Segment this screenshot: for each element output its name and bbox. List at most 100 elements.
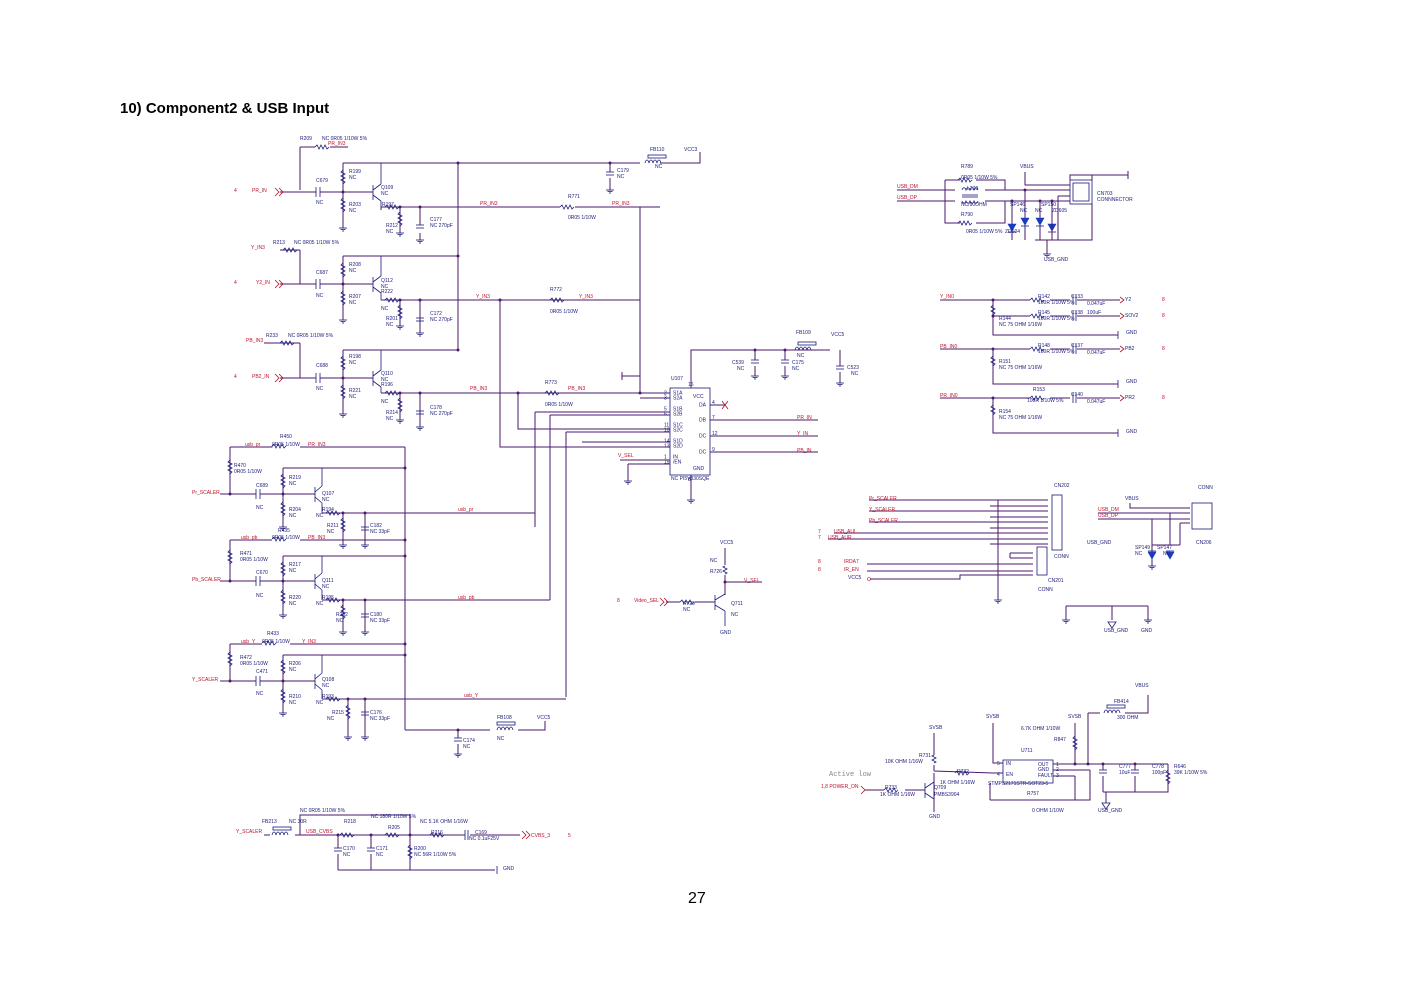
component-label-r472: R472: [240, 655, 252, 661]
component-label-c171v: NC: [376, 852, 384, 858]
net-label-pb-in3-right: PB_IN3: [568, 386, 585, 392]
component-label-r732v: 1K OHM 1/16W: [940, 780, 975, 786]
net-label-v-sel: V_SEL: [618, 453, 634, 459]
component-label-r202: R202: [336, 612, 348, 618]
component-label-sp146v: NC: [1020, 208, 1028, 214]
u107-pin-name-da-0: DA: [699, 403, 707, 409]
component-label-r773v: 0R05 1/10W: [545, 402, 573, 408]
component-label-q107: Q107: [322, 491, 334, 497]
component-label-r221: R221: [349, 388, 361, 394]
component-label-cn206: CN206: [1196, 540, 1212, 546]
component-label-r435v: 0R05 1/10W: [272, 535, 300, 541]
component-label-c175: C175: [792, 360, 804, 366]
component-label-c138v: 100uF: [1087, 310, 1101, 316]
u711-pin-num-5: 5: [997, 761, 1000, 767]
component-label-c133: C133: [1071, 294, 1083, 300]
net-label-y-in3-left: Y_IN3: [251, 245, 265, 251]
u107-pin-name-s1a: S1A: [673, 391, 683, 397]
component-label-r216: R216: [431, 830, 443, 836]
component-label-r206: R206: [289, 661, 301, 667]
component-label-q111v: NC: [322, 584, 330, 590]
sheet-ref-7: 7: [818, 529, 821, 535]
component-label-r772: R772: [550, 287, 562, 293]
sheet-ref-6: 8: [1162, 395, 1165, 401]
component-label-sp147v: NC: [1163, 551, 1171, 557]
component-label-fb108nc: NC: [497, 736, 505, 742]
net-label-usb-pr-bus: usb_pr: [458, 507, 474, 513]
component-label-r220v: NC: [289, 601, 297, 607]
component-label-r217v: NC: [289, 568, 297, 574]
net-label-pb-in3-left: PB_IN3: [246, 338, 263, 344]
component-label-r199v: NC: [349, 175, 357, 181]
page-number: 27: [688, 890, 706, 907]
component-label-c175v: NC: [792, 366, 800, 372]
component-label-gnd-c: GND: [1126, 330, 1138, 336]
net-label-usb-pr-lbl: usb_pr: [245, 442, 261, 448]
cvbs-filter: [264, 814, 531, 874]
component-label-r201v: NC: [386, 322, 394, 328]
net-label-y2-in: Y2_IN: [256, 280, 270, 286]
u711-pin-name-out: OUT: [1038, 762, 1049, 768]
component-label-u107: U107: [671, 376, 683, 382]
stage-pr: [274, 144, 701, 244]
u107-pin-num-2: 2: [664, 391, 667, 397]
net-label-usb-dm: USB_DM: [897, 184, 918, 190]
component-label-r219v: NC: [289, 481, 297, 487]
component-label-r213v: NC 0R05 1/10W 5%: [294, 240, 340, 246]
component-label-c172: C172: [430, 311, 442, 317]
component-label-r222v: NC: [381, 306, 389, 312]
sheet-ref-2: 4: [234, 374, 237, 380]
component-label-r148v: 100R 1/10W 5%: [1038, 349, 1075, 355]
component-label-c687: C687: [316, 270, 328, 276]
component-label-r216top: NC 0R05 1/10W 5%: [300, 808, 346, 814]
component-label-r200v: NC 56R 1/10W 5%: [414, 852, 457, 858]
component-label-c169: C169: [475, 830, 487, 836]
component-label-r198: R198: [349, 354, 361, 360]
component-label-vbus-a: VBUS: [1020, 164, 1034, 170]
component-label-vcc3: VCC3: [684, 147, 698, 153]
component-label-r471: R471: [240, 551, 252, 557]
component-label-r211v: NC: [327, 529, 335, 535]
net-label-cvbs-3: CVBS_3: [531, 833, 550, 839]
u107-pin-num-gnd: 8: [688, 477, 691, 483]
component-label-r208: R208: [349, 262, 361, 268]
u107-pin-name-db-1: DB: [699, 418, 707, 424]
u711-pin-name-in: IN: [1006, 761, 1011, 767]
component-label-vcc5a: VCC5: [831, 332, 845, 338]
u107-mux: [498, 207, 845, 697]
component-label-q112v: NC: [381, 284, 389, 290]
component-label-q110: Q110: [381, 371, 393, 377]
component-label-c688: C688: [316, 363, 328, 369]
component-label-q111: Q111: [322, 578, 334, 584]
component-label-c471v: NC: [256, 691, 264, 697]
component-label-c174: C174: [463, 738, 475, 744]
component-label-gnd-h: GND: [503, 866, 515, 872]
stage-usb-y: [220, 466, 566, 758]
sheet-ref-11: 8: [617, 598, 620, 604]
component-label-r142v: 100R 1/10W 5%: [1038, 300, 1075, 306]
component-label-fb414: FB414: [1114, 699, 1129, 705]
u711-pin-name-fault: FAULT: [1038, 773, 1053, 779]
component-label-sov2-out: SOV2: [1125, 313, 1139, 319]
component-label-r433: R433: [267, 631, 279, 637]
component-label-c679v: NC: [316, 200, 324, 206]
component-label-r726nc: NC: [710, 558, 718, 564]
component-label-fb109: FB109: [796, 330, 811, 336]
u107-pin-num-13: 13: [664, 444, 670, 450]
component-label-c177v: NC 270pF: [430, 223, 453, 229]
u107-pin-name-s2d: S2D: [673, 444, 683, 450]
component-label-c174v: NC: [463, 744, 471, 750]
u107-pin-num-10: 10: [664, 428, 670, 434]
component-label-r450: R450: [280, 434, 292, 440]
component-label-r773: R773: [545, 380, 557, 386]
component-label-r206v: NC: [289, 667, 297, 673]
net-label-pr-in3-r450: PR_IN3: [308, 442, 326, 448]
component-label-r646: R646: [1174, 764, 1186, 770]
component-label-r193: R193: [322, 694, 334, 700]
component-label-fb110: FB110: [650, 147, 665, 153]
u107-pin-vcc: VCC: [693, 394, 704, 400]
component-label-sp149v: NC: [1135, 551, 1143, 557]
component-label-c177: C177: [430, 217, 442, 223]
component-label-r210v: NC: [289, 700, 297, 706]
